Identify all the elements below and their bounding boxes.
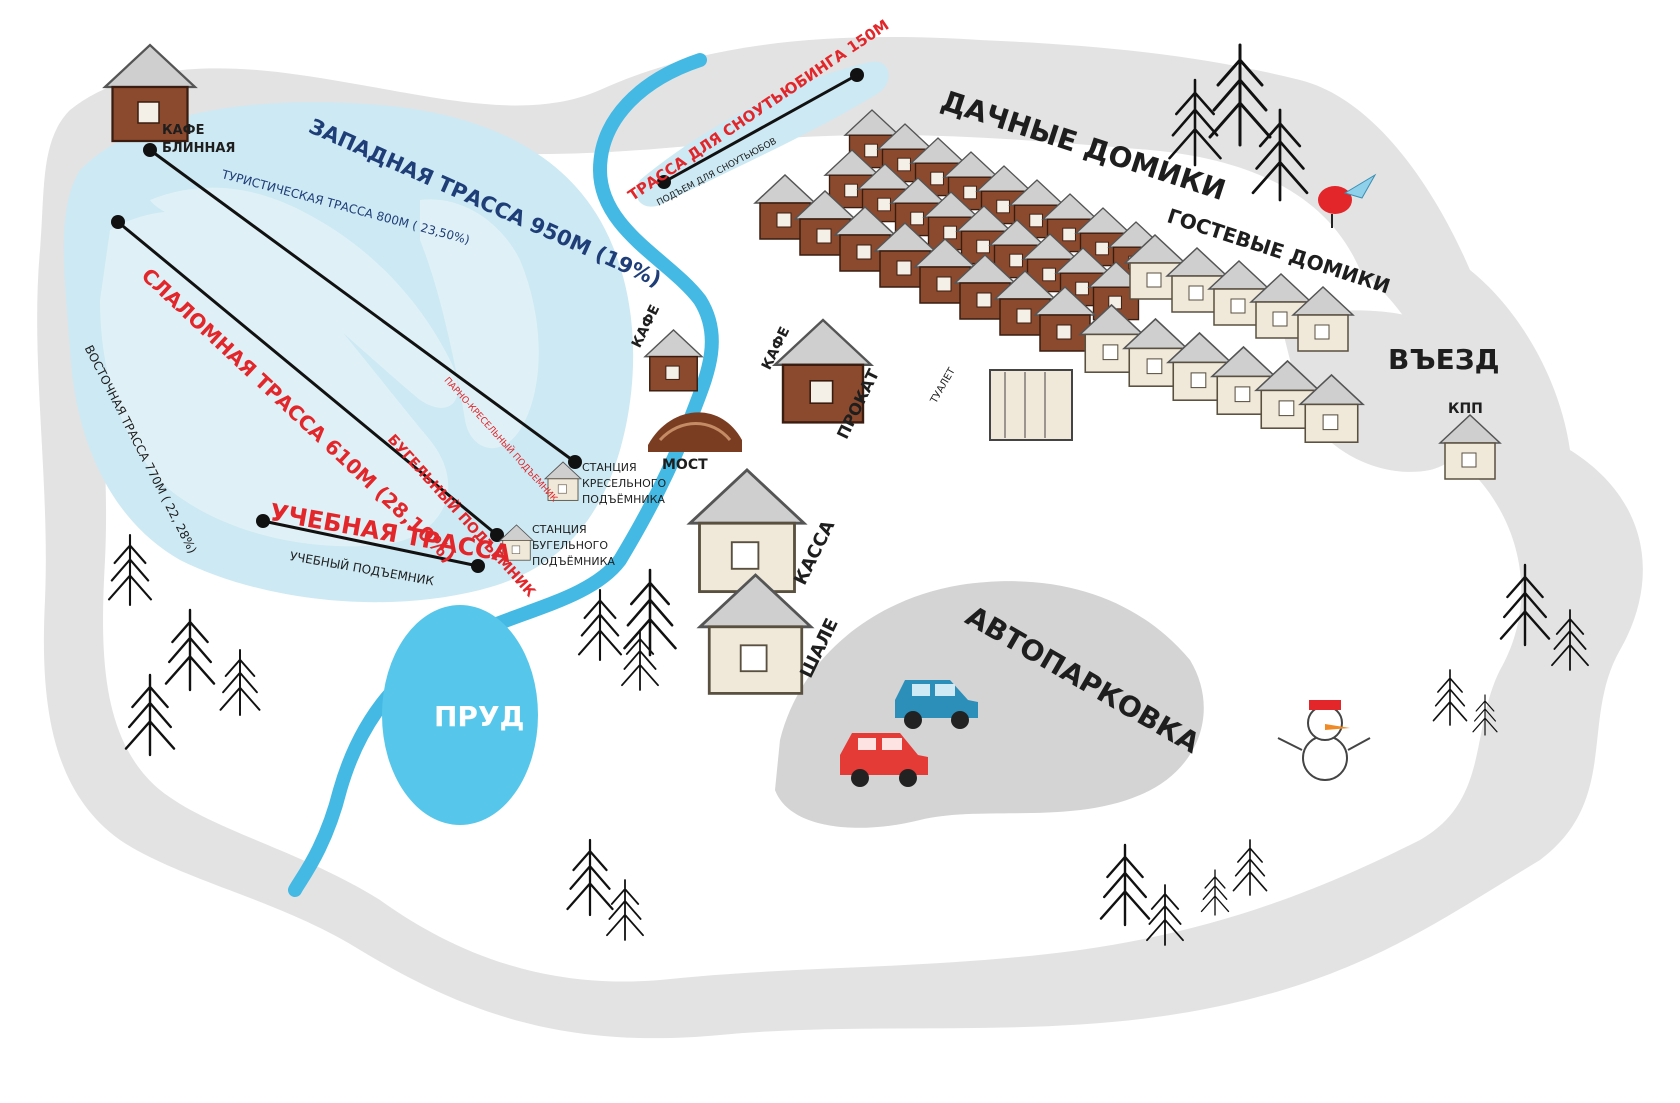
label-checkpoint: КПП	[1448, 401, 1483, 417]
river	[288, 53, 719, 897]
chairlift-line	[149, 148, 576, 464]
label-pond: ПРУД	[434, 700, 525, 733]
label-chair-station-1: СТАНЦИЯ	[582, 461, 637, 474]
slope-inner-3	[420, 199, 539, 449]
label-bridge: МОСТ	[662, 457, 708, 473]
toilet-building	[989, 369, 1073, 441]
snowtubing-track	[636, 61, 889, 207]
label-drag-station-3: ПОДЪЁМНИКА	[532, 555, 615, 568]
training-lift-top	[256, 514, 270, 528]
chairlift-bottom	[568, 455, 582, 469]
snowman	[1277, 700, 1371, 781]
label-cafe-pancake-2: БЛИННАЯ	[162, 141, 236, 156]
label-chair-station-3: ПОДЪЁМНИКА	[582, 493, 665, 506]
lift-points	[111, 68, 864, 573]
draglift-bottom	[490, 528, 504, 542]
slope-inner-1	[100, 211, 449, 547]
car-red	[840, 733, 928, 787]
label-entrance: ВЪЕЗД	[1388, 343, 1500, 376]
training-lift-bottom	[471, 559, 485, 573]
label-drag-station-2: БУГЕЛЬНОГО	[532, 539, 609, 552]
label-drag-station-1: СТАНЦИЯ	[532, 523, 587, 536]
snowtube-lift-bottom	[657, 175, 671, 189]
slope-inner-2	[150, 187, 459, 408]
training-lift-line	[262, 519, 479, 568]
snowtube-lift-top	[850, 68, 864, 82]
bird	[1318, 173, 1377, 228]
bridge	[648, 412, 742, 452]
snowtube-lift-line	[663, 73, 858, 184]
label-chair-station-2: КРЕСЕЛЬНОГО	[582, 477, 667, 490]
car-blue	[895, 680, 978, 729]
draglift-line	[117, 220, 498, 537]
pond	[382, 605, 538, 825]
label-cafe-pancake-1: КАФЕ	[162, 123, 205, 138]
lift-lines	[117, 73, 858, 568]
draglift-top	[111, 215, 125, 229]
chairlift-top	[143, 143, 157, 157]
